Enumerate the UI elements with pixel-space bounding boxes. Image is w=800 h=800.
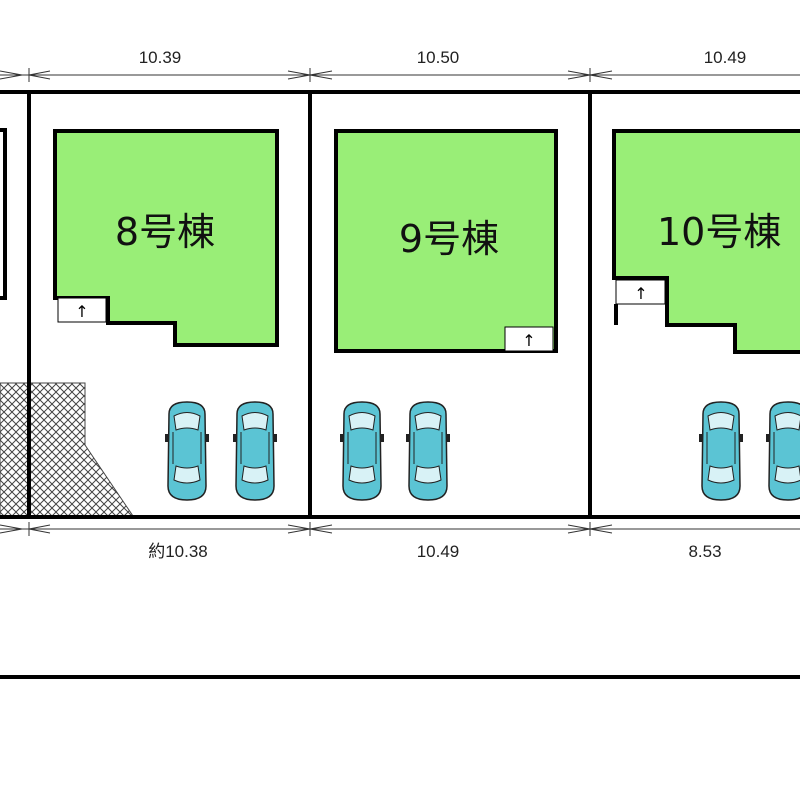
building-8: ↑ 8号棟 xyxy=(53,129,279,347)
building-10-label: 10号棟 xyxy=(657,210,781,254)
bottom-dimension-2: 10.49 xyxy=(417,542,460,561)
car-icon xyxy=(339,401,385,501)
bottom-dimension-3: 8.53 xyxy=(688,542,721,561)
building-9-label: 9号棟 xyxy=(399,217,499,261)
hatched-driveway xyxy=(0,382,134,517)
building-10: ↑ 10号棟 xyxy=(612,129,800,354)
building-9: ↑ 9号棟 xyxy=(334,129,558,353)
lot-lines xyxy=(0,90,800,519)
building-8-label: 8号棟 xyxy=(115,210,215,254)
bottom-dimension-1: 約10.38 xyxy=(148,542,208,561)
neighbor-building-edge xyxy=(0,128,7,300)
car-icon xyxy=(765,401,800,501)
car-icon xyxy=(164,401,210,501)
bottom-dimension-lines xyxy=(0,522,800,536)
entrance-9 xyxy=(504,326,554,352)
entrance-arrow-icon: ↑ xyxy=(75,302,88,321)
car-icon xyxy=(405,401,451,501)
top-dimension-3: 10.49 xyxy=(704,48,747,67)
entrance-arrow-icon: ↑ xyxy=(522,331,535,350)
top-dimension-2: 10.50 xyxy=(417,48,460,67)
top-dimension-1: 10.39 xyxy=(139,48,182,67)
entrance-10 xyxy=(615,279,666,305)
top-dimension-lines xyxy=(0,68,800,82)
entrance-8 xyxy=(57,297,107,323)
entrance-arrow-icon: ↑ xyxy=(634,284,647,303)
car-icon xyxy=(698,401,744,501)
car-icon xyxy=(232,401,278,501)
